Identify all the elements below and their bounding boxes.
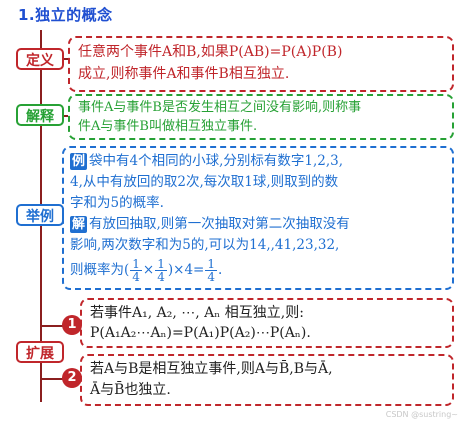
tag-extension: 扩展 (16, 341, 64, 363)
example-line-1: 例袋中有4个相同的小球,分别标有数字1,2,3, (70, 153, 344, 170)
example-box: 例袋中有4个相同的小球,分别标有数字1,2,3, 4,从中有放回的取2次,每次取… (62, 146, 454, 290)
branch-extension-1 (40, 325, 64, 327)
tag-definition: 定义 (16, 48, 64, 70)
watermark: CSDN @sustring~ (385, 410, 458, 419)
extension-box-2: 若A与B是相互独立事件,则A与B̄,B与Ā, Ā与B̄也独立. (80, 354, 454, 406)
extension-1-line-1: 若事件A₁, A₂, ⋯, Aₙ 相互独立,则: (90, 305, 304, 321)
extension-2-line-1: 若A与B是相互独立事件,则A与B̄,B与Ā, (90, 361, 333, 377)
solution-badge: 解 (70, 216, 88, 233)
definition-line-1: 任意两个事件A和B,如果P(AB)=P(A)P(B) (78, 44, 343, 60)
definition-line-2: 成立,则称事件A和事件B相互独立. (78, 66, 290, 82)
definition-box: 任意两个事件A和B,如果P(AB)=P(A)P(B) 成立,则称事件A和事件B相… (68, 36, 454, 92)
tag-example: 举例 (16, 204, 64, 226)
example-line-2: 4,从中有放回的取2次,每次取1球,则取到的数 (70, 174, 339, 190)
extension-number-1: 1 (62, 315, 82, 335)
solution-line-1: 解有放回抽取,则第一次抽取对第二次抽取没有 (70, 216, 350, 233)
extension-1-line-2: P(A₁A₂⋯Aₙ)=P(A₁)P(A₂)⋯P(Aₙ). (90, 325, 311, 341)
explanation-line-1: 事件A与事件B是否发生相互之间没有影响,则称事 (78, 100, 362, 115)
example-badge: 例 (70, 153, 88, 170)
branch-extension-2 (40, 378, 64, 380)
tag-explanation: 解释 (16, 104, 64, 126)
extension-box-1: 若事件A₁, A₂, ⋯, Aₙ 相互独立,则: P(A₁A₂⋯Aₙ)=P(A₁… (80, 298, 454, 348)
page-title: 1.独立的概念 (18, 6, 113, 24)
extension-number-2: 2 (62, 368, 82, 388)
explanation-line-2: 件A与事件B叫做相互独立事件. (78, 119, 258, 134)
example-line-3: 字和为5的概率. (70, 195, 164, 211)
explanation-box: 事件A与事件B是否发生相互之间没有影响,则称事 件A与事件B叫做相互独立事件. (68, 94, 454, 140)
extension-2-line-2: Ā与B̄也独立. (90, 382, 171, 398)
solution-line-2: 影响,两次数字和为5的,可以为14,,41,23,32, (70, 237, 340, 253)
